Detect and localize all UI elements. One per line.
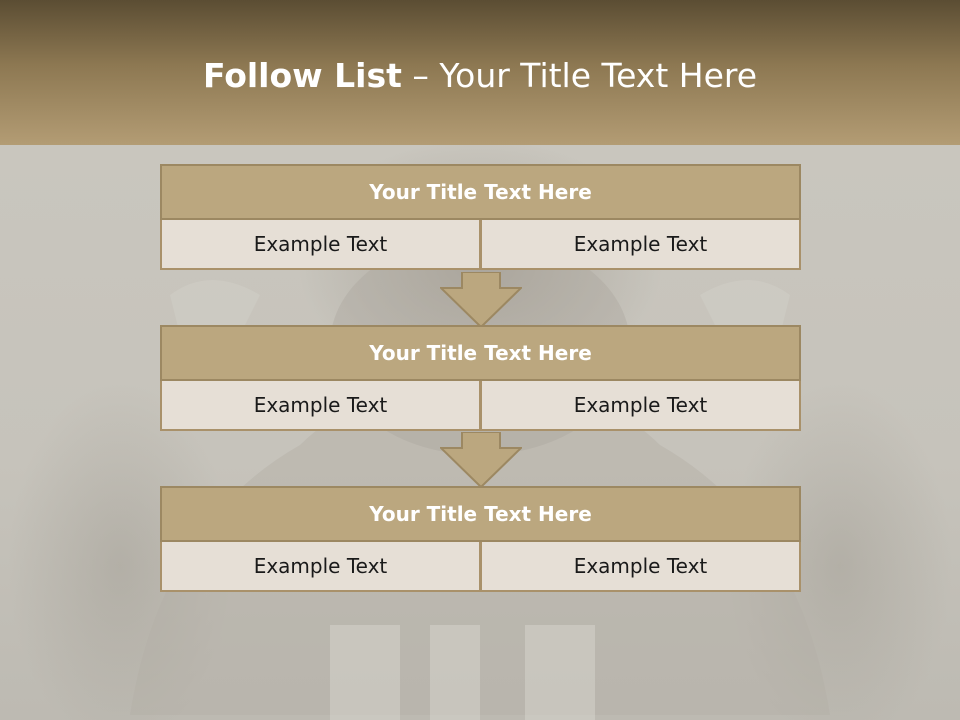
list-block: Your Title Text Here Example Text Exampl…	[160, 325, 801, 431]
down-arrow-icon	[440, 432, 522, 488]
title-bar	[0, 0, 960, 145]
block-cell-left: Example Text	[160, 220, 481, 270]
slide-title-bold: Follow List	[202, 56, 402, 95]
block-title: Your Title Text Here	[160, 486, 801, 542]
block-cell-left: Example Text	[160, 542, 481, 592]
block-cell-right: Example Text	[481, 381, 801, 431]
block-title: Your Title Text Here	[160, 164, 801, 220]
list-block: Your Title Text Here Example Text Exampl…	[160, 164, 801, 270]
down-arrow-icon	[440, 272, 522, 328]
block-cell-right: Example Text	[481, 220, 801, 270]
block-cell-left: Example Text	[160, 381, 481, 431]
block-row: Example Text Example Text	[160, 542, 801, 592]
list-block: Your Title Text Here Example Text Exampl…	[160, 486, 801, 592]
block-title: Your Title Text Here	[160, 325, 801, 381]
block-row: Example Text Example Text	[160, 381, 801, 431]
block-cell-right: Example Text	[481, 542, 801, 592]
block-row: Example Text Example Text	[160, 220, 801, 270]
slide-title-rest: – Your Title Text Here	[401, 56, 758, 95]
slide-title: Follow List – Your Title Text Here	[0, 56, 960, 95]
